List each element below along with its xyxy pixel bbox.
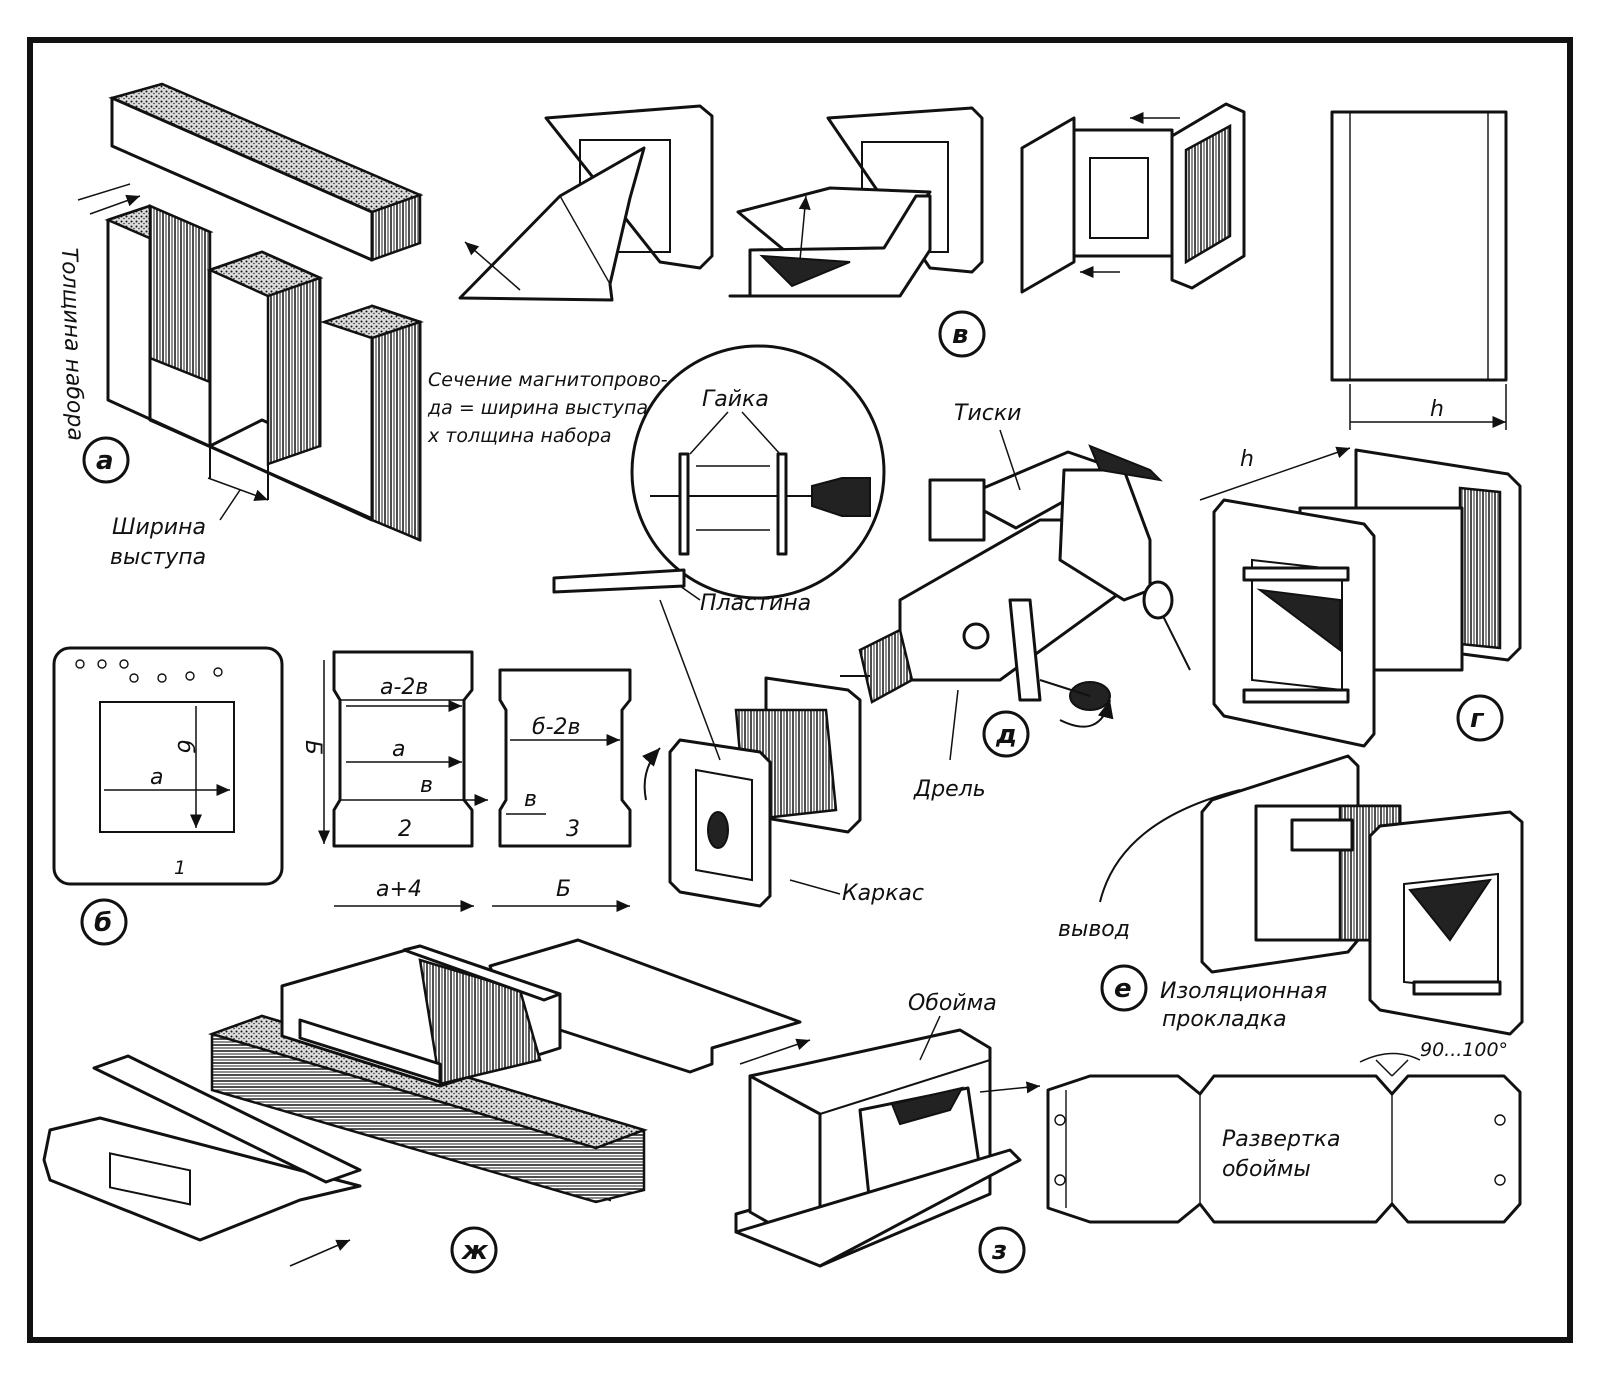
fig-d-winding-rig [552,444,1191,728]
dim-a-minus-2v: а-2в [380,675,428,700]
dim-part2: 2 [398,817,412,842]
outer-border [27,37,1573,1343]
marker-e: е [1100,964,1148,1012]
label-clamp: Обойма [908,991,997,1016]
label-plate: Пластина [700,591,811,616]
marker-v: в [938,310,986,358]
fig-b-plates [52,646,632,912]
label-insulating-line2: прокладка [1162,1007,1287,1032]
fig-nut-zoom [630,344,886,600]
fig-insulation-sheet [1330,110,1508,430]
dim-a-plus-4: а+4 [376,877,422,902]
fig-zh-core-stack [42,938,811,1267]
dim-b-minus-2v: б-2в [532,715,580,740]
fig-frame-on-drill [641,599,862,908]
marker-g: г [1456,694,1504,742]
dim-B: Б [556,877,571,902]
fig-g-bobbin [1199,446,1522,748]
marker-a: а [82,436,130,484]
label-plate-set-thickness: Толщина набора [56,247,88,441]
dim-h-left: h [1240,447,1254,472]
svg-text:д: д [995,720,1017,750]
fig-z-clamp [734,1028,1522,1268]
drill-leader [949,689,959,761]
label-section-line3: х толщина набора [427,425,612,447]
label-lead: вывод [1058,917,1130,942]
dim-v1: в [420,773,433,798]
dim-h-sheet: h [1430,397,1444,422]
fig-e-bobbin-lead [1099,754,1524,1036]
label-tongue-width-line2: выступа [110,545,206,570]
frame-leader [789,879,841,895]
label-angle: 90...100° [1420,1039,1508,1061]
dim-a-mid: а [392,737,405,762]
label-clamp-unfold-line2: обоймы [1222,1157,1311,1182]
marker-b: б [80,898,128,946]
label-section-line1: Сечение магнитопрово- [428,369,668,391]
label-clamp-unfold-line1: Развертка [1222,1127,1341,1152]
clamp-leader [919,1015,941,1061]
dim-v2: в [524,787,537,812]
marker-d: д [982,710,1030,758]
svg-text:г: г [1470,704,1485,734]
plate-leader [679,585,701,601]
label-frame: Каркас [842,881,924,906]
svg-text:а: а [96,446,114,476]
svg-text:б: б [94,908,112,938]
dim-b-inner: б [172,740,197,754]
marker-z: з [978,1226,1026,1274]
marker-zh: ж [450,1226,498,1274]
label-nut: Гайка [702,387,769,412]
svg-text:е: е [1114,974,1132,1004]
vise-leader [999,429,1021,491]
label-tongue-width-line1: Ширина [112,515,206,540]
svg-text:ж: ж [461,1236,489,1266]
dim-a: а [150,765,163,790]
label-section-line2: да = ширина выступа [427,397,648,419]
dim-b-outer: Б [300,740,325,755]
label-insulating-line1: Изоляционная [1160,979,1327,1004]
fig-v-bobbin-steps [458,102,1246,302]
svg-text:з: з [991,1236,1007,1266]
svg-text:в: в [952,320,968,350]
label-vise: Тиски [954,401,1021,426]
fig-a-e-core [77,82,424,542]
plate-leader-2 [659,599,721,761]
label-drill: Дрель [913,777,986,802]
dim-part1: 1 [174,857,186,879]
dim-part3: 3 [566,817,580,842]
